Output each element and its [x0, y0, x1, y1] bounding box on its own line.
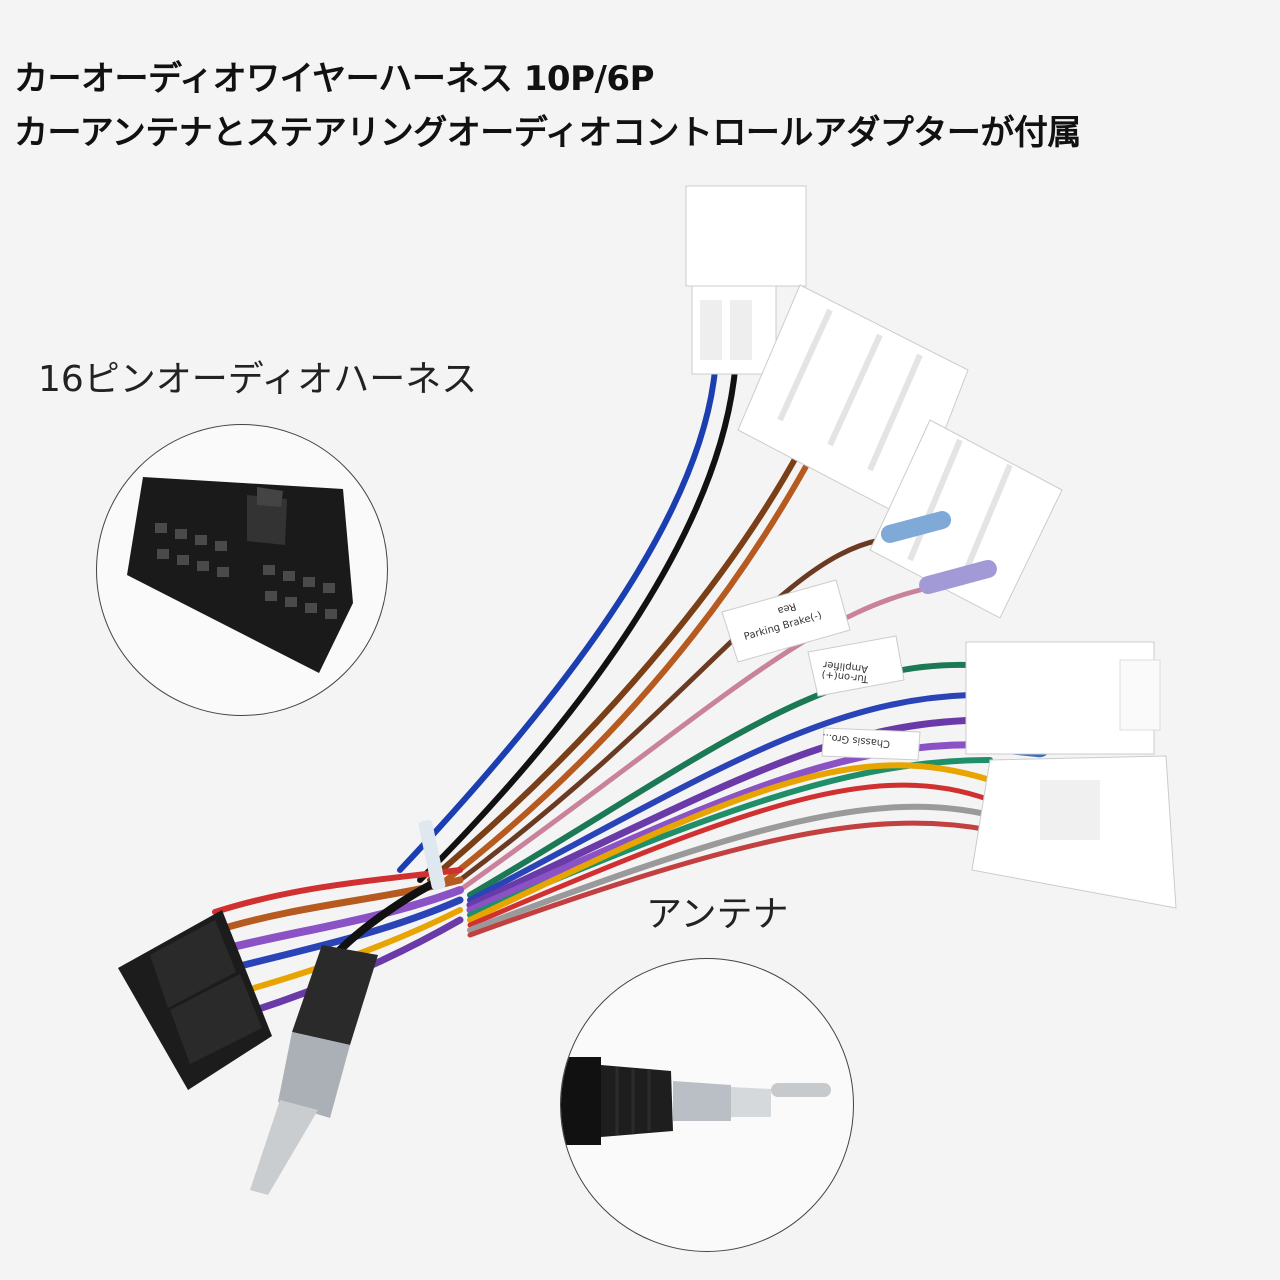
wire-tag-parking: Parking Brake(-) Rea: [721, 579, 851, 663]
detail-circle-16pin: [96, 424, 388, 716]
label-antenna: アンテナ: [646, 894, 789, 935]
tag-parking-top-text: Rea: [776, 600, 797, 616]
tag-amplifier-sub-text: Tur-on(+): [821, 668, 870, 684]
antenna-plug-closeup: [561, 1057, 831, 1145]
wire-tag-amplifier: Amplifier Tur-on(+): [807, 635, 905, 697]
connector-white-right-upper: [965, 641, 1161, 755]
antenna-plug: [250, 945, 378, 1195]
connector-white-right-lower: [971, 755, 1177, 909]
tag-amplifier-text: Amplifier: [822, 658, 869, 674]
connector-16pin-black: [118, 910, 272, 1090]
cable-tie: [418, 820, 446, 890]
wire-tag-chassis: Chassis Gro...: [821, 727, 921, 761]
title-line-1: カーオーディオワイヤーハーネス 10P/6P: [14, 59, 654, 99]
wire-bundle: [212, 367, 994, 1019]
16pin-connector-closeup: [127, 477, 353, 673]
title-line-2: カーアンテナとステアリングオーディオコントロールアダプターが付属: [14, 113, 1081, 153]
detail-circle-antenna: [560, 958, 854, 1252]
page-title: カーオーディオワイヤーハーネス 10P/6P カーアンテナとステアリングオーディ…: [14, 52, 1270, 160]
label-16pin-harness: 16ピンオーディオハーネス: [38, 359, 478, 400]
connector-top-small: [685, 185, 807, 375]
